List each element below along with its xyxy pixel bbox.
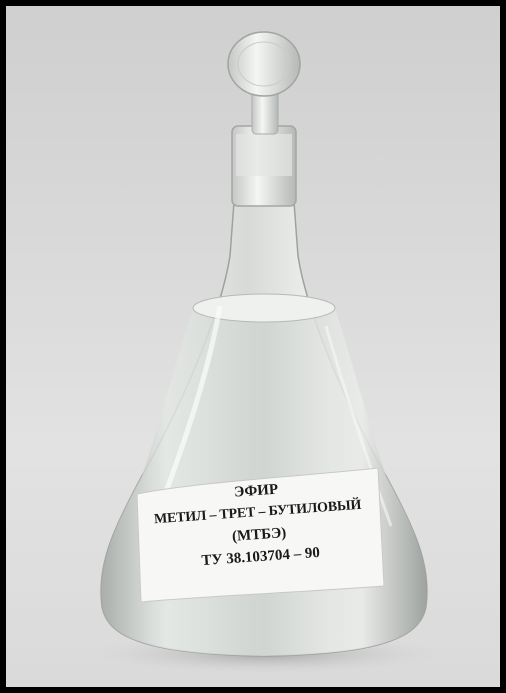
liquid-surface	[192, 293, 336, 323]
neck-ground-joint	[236, 134, 292, 176]
photo: ЭФИР МЕТИЛ – ТРЕТ – БУТИЛОВЫЙ (МТБЭ) ТУ …	[6, 6, 500, 687]
product-label: ЭФИР МЕТИЛ – ТРЕТ – БУТИЛОВЫЙ (МТБЭ) ТУ …	[139, 466, 379, 598]
stopper-head-inner	[237, 41, 291, 87]
